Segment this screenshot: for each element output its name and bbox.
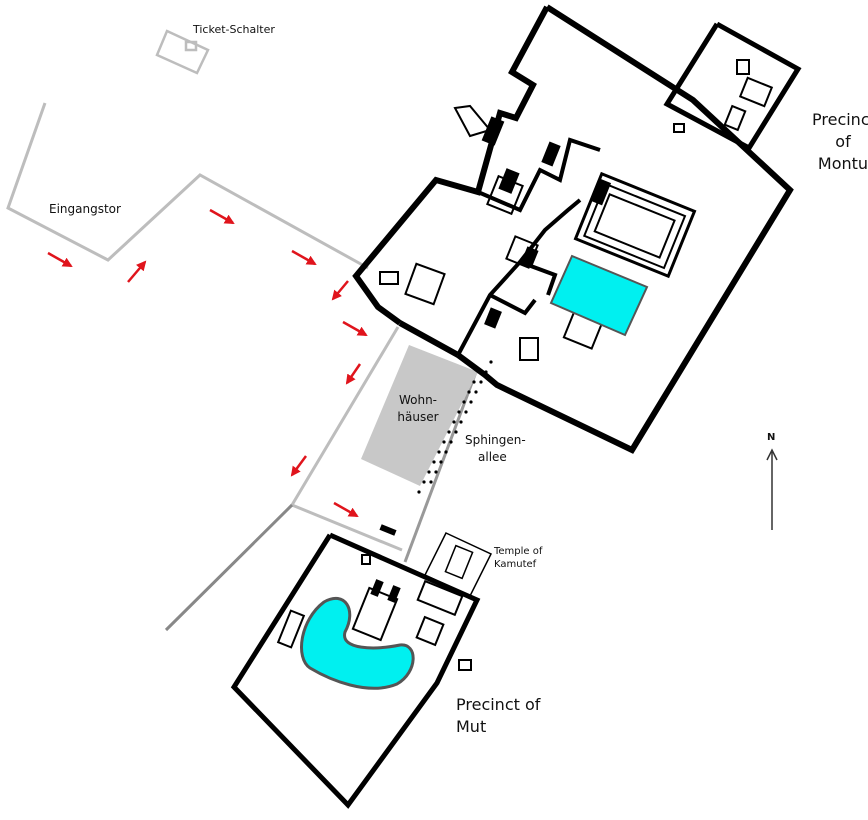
mut-precinct-label: Precinct of Mut: [456, 694, 540, 738]
arrow-5: [331, 280, 349, 301]
kamutef-label: Temple of Kamutef: [494, 545, 542, 571]
arrow-7: [345, 363, 362, 385]
arrow-1: [47, 251, 73, 268]
arrow-3: [209, 208, 235, 225]
arrow-9: [333, 501, 359, 518]
montu-label-line3: Montu: [817, 154, 868, 173]
karnak-inner-walls: [456, 137, 601, 356]
sacred-lake-mut: [300, 596, 415, 690]
mut-precinct-walls: [230, 532, 481, 809]
montu-precinct-walls: [663, 21, 802, 152]
kamutef-label-line2: Kamutef: [494, 559, 537, 570]
ticket-office-building: [155, 29, 210, 75]
kamutef-temple: [423, 532, 493, 597]
north-label: N: [767, 432, 776, 443]
karnak-temple-structures: [379, 104, 697, 361]
residential-houses-label: Wohn- häuser: [388, 392, 448, 426]
north-arrow: [766, 448, 778, 530]
route-arrows: [47, 208, 368, 518]
arrow-8: [290, 455, 308, 477]
visitor-paths: [6, 102, 478, 632]
mut-approach-path: [403, 371, 478, 563]
residential-label-line1: Wohn-: [398, 393, 438, 407]
arrow-2: [127, 260, 147, 283]
montu-label-line2: of: [835, 132, 851, 151]
kamutef-label-line1: Temple of: [494, 546, 543, 557]
southwest-path: [164, 503, 294, 632]
residential-label-line2: häuser: [397, 410, 439, 424]
ticket-office-label: Ticket-Schalter: [193, 23, 275, 36]
arrow-4: [291, 249, 317, 266]
karnak-pylons: [481, 116, 612, 329]
sphinx-avenue-label: Sphingen- allee: [465, 432, 526, 466]
montu-temple: [673, 59, 774, 133]
entrance-path-west: [6, 102, 369, 270]
residential-houses-area: [361, 345, 478, 486]
entrance-gate-label: Eingangstor: [49, 202, 121, 216]
montu-label-line1: Precinct: [812, 110, 868, 129]
sphinx-label-line2: allee: [478, 450, 507, 464]
sphinx-avenue: [417, 360, 493, 494]
karnak-precinct-walls: [352, 4, 794, 454]
mut-label-line1: Precinct of: [456, 695, 541, 714]
montu-precinct-label: Precinct of Montu: [812, 109, 868, 175]
sacred-lake-karnak: [549, 254, 649, 337]
mut-pylons: [370, 524, 401, 603]
mut-temple-structures: [276, 554, 472, 671]
sphinx-label-line1: Sphingen-: [465, 433, 526, 447]
mut-label-line2: Mut: [456, 717, 487, 736]
arrow-6: [342, 320, 368, 337]
